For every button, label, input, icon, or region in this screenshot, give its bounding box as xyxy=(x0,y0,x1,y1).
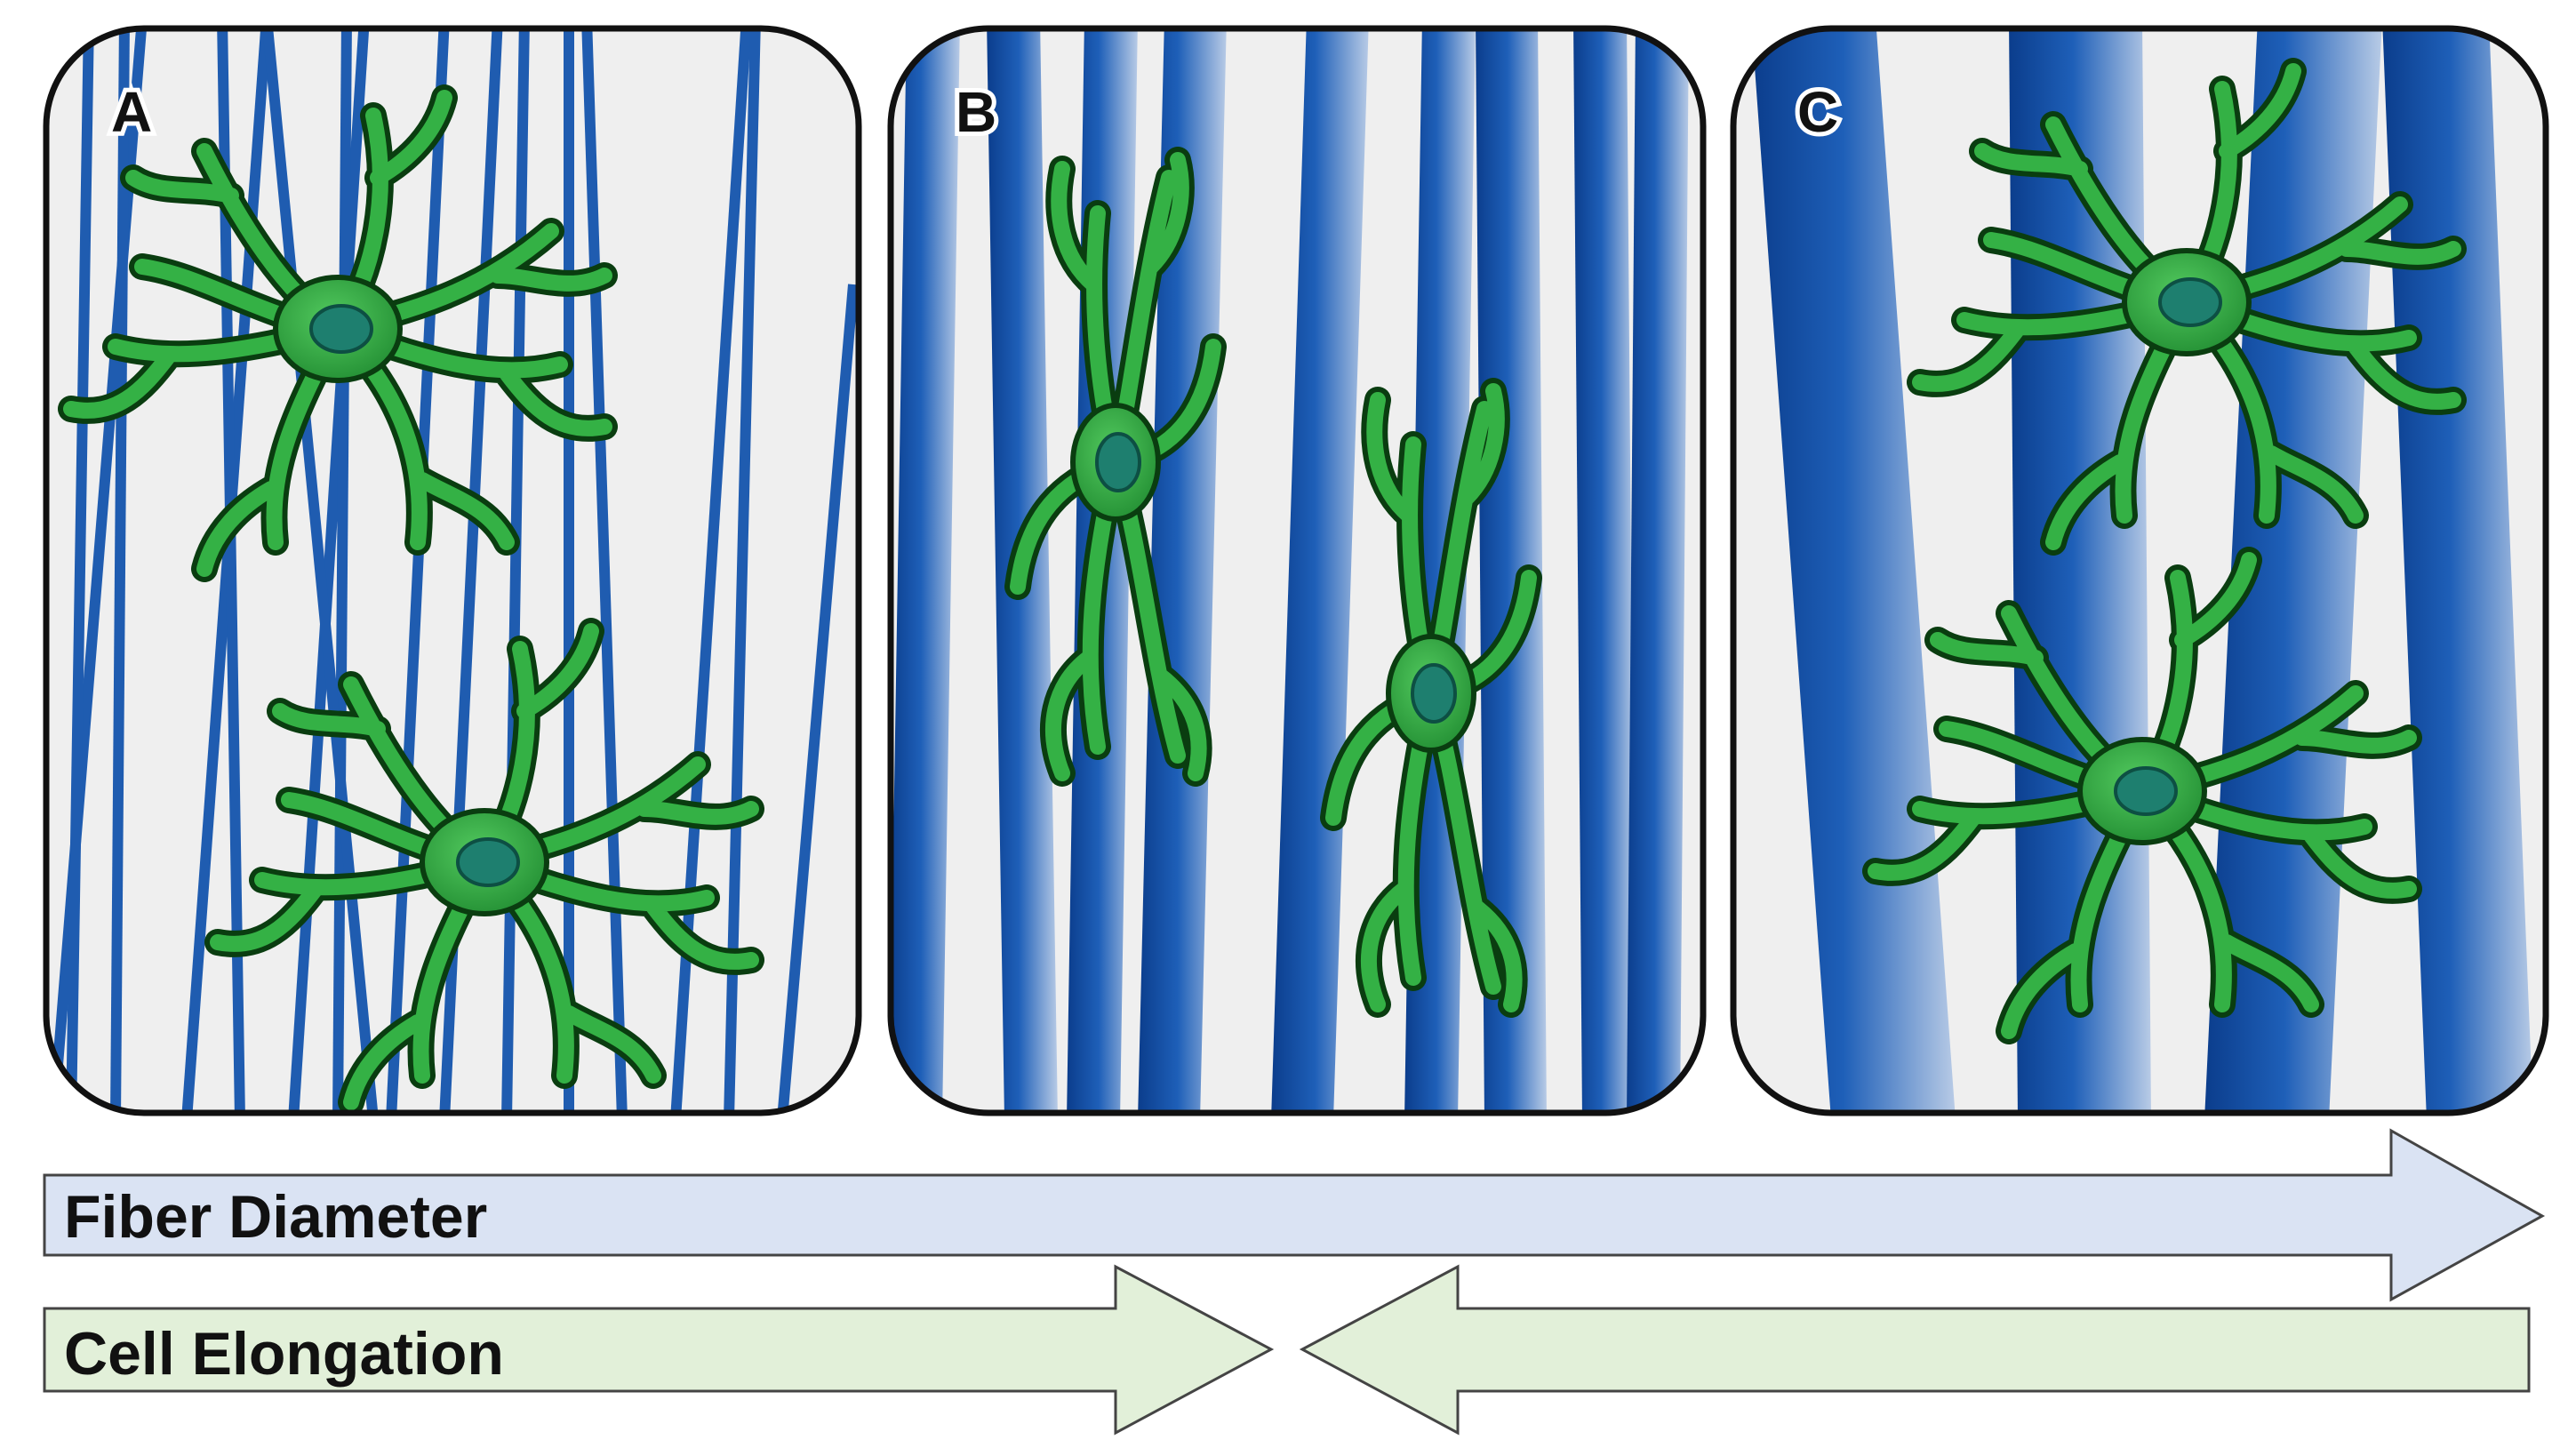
panel-c-label: C xyxy=(1797,80,1838,144)
panel-b: B xyxy=(887,25,1707,1116)
panel-a-border xyxy=(43,25,862,1116)
panel-c-border xyxy=(1730,25,2549,1116)
panel-b-label: B xyxy=(956,80,996,144)
fiber-diameter-label: Fiber Diameter xyxy=(64,1183,487,1251)
cell-elongation-left-arrow xyxy=(43,1264,1275,1436)
cell-elongation-arrows: Cell Elongation xyxy=(43,1264,2531,1436)
cell-elongation-label: Cell Elongation xyxy=(64,1320,504,1388)
panel-b-border xyxy=(887,25,1707,1116)
cell-elongation-right-arrow xyxy=(1299,1264,2531,1436)
panel-a-label: A xyxy=(111,80,152,144)
fiber-diameter-arrow-shape xyxy=(43,1128,2546,1302)
panel-c: C xyxy=(1730,25,2549,1116)
fiber-diameter-arrow: Fiber Diameter xyxy=(43,1128,2546,1302)
panel-a: A xyxy=(43,25,862,1116)
